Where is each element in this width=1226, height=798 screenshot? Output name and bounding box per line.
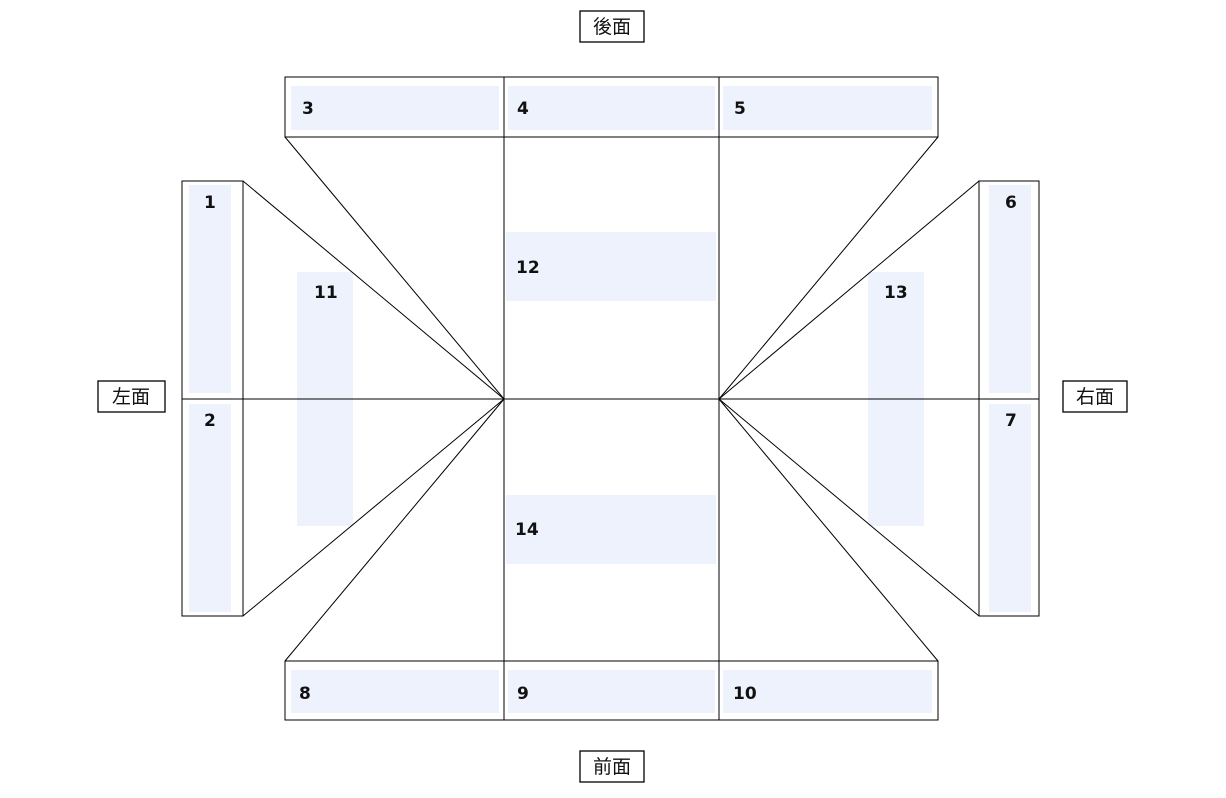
diag-right-top <box>718 180 980 400</box>
region-6-label: 6 <box>1005 193 1017 213</box>
region-5-fill <box>723 86 932 130</box>
back-face-box <box>579 10 645 43</box>
diag-left-top <box>242 180 505 400</box>
region-7-label: 7 <box>1005 411 1017 431</box>
diag-left-bottom <box>242 398 505 617</box>
region-1-fill <box>189 185 231 393</box>
diag-front-left <box>284 398 505 662</box>
region-2-label: 2 <box>204 411 216 431</box>
right-face-label: 右面 <box>1076 386 1114 408</box>
diag-right-bottom <box>718 398 980 617</box>
region-12-label: 12 <box>516 258 540 278</box>
diag-back-right <box>718 136 939 400</box>
region-3-label: 3 <box>302 99 314 119</box>
region-11-label: 11 <box>314 283 338 303</box>
region-9-fill <box>508 670 715 713</box>
front-strip <box>284 660 939 721</box>
region-numbers: 1 2 3 4 5 6 7 8 9 10 11 12 13 14 <box>204 99 1017 704</box>
region-14-fill <box>506 495 716 564</box>
diag-front-right <box>718 398 939 662</box>
region-14-label: 14 <box>515 520 539 540</box>
back-face-label: 後面 <box>593 16 631 38</box>
region-7-fill <box>989 404 1031 612</box>
region-12-fill <box>506 232 716 301</box>
region-4-fill <box>508 86 715 130</box>
region-10-fill <box>723 670 932 713</box>
front-face-label: 前面 <box>593 756 631 778</box>
front-face-box <box>579 750 645 783</box>
left-face-label: 左面 <box>112 386 150 408</box>
back-strip <box>284 76 939 138</box>
region-5-label: 5 <box>734 99 746 119</box>
region-3-fill <box>291 86 499 130</box>
region-8-label: 8 <box>299 684 311 704</box>
region-2-fill <box>189 404 231 612</box>
region-4-label: 4 <box>517 99 529 119</box>
right-face-box <box>1062 380 1128 413</box>
diag-back-left <box>284 136 505 400</box>
region-outlines <box>181 76 1040 721</box>
region-6-fill <box>989 185 1031 393</box>
region-9-label: 9 <box>517 684 529 704</box>
region-10-label: 10 <box>733 684 757 704</box>
interior-lines <box>242 136 980 662</box>
region-8-fill <box>291 670 499 713</box>
region-1-label: 1 <box>204 193 216 213</box>
region-13-label: 13 <box>884 283 908 303</box>
face-labels: 後面 左面 右面 前面 <box>97 10 1128 783</box>
left-face-box <box>97 380 166 413</box>
